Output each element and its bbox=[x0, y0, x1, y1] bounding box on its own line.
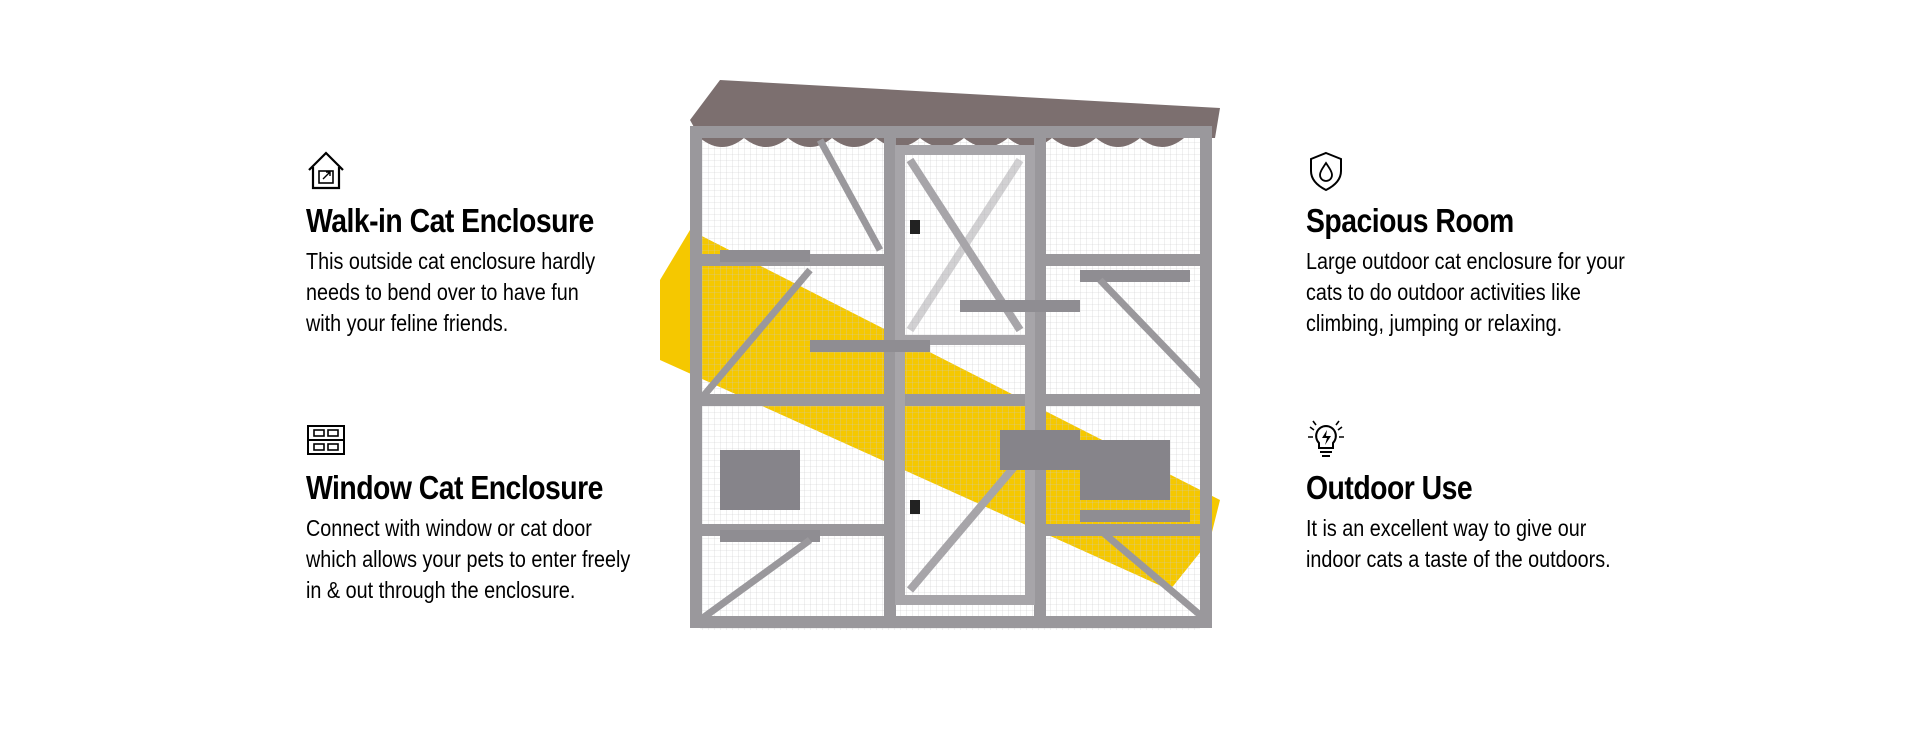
feature-title: Outdoor Use bbox=[1306, 469, 1473, 506]
door-latch bbox=[910, 220, 920, 234]
feature-text: Large outdoor cat enclosure for your cat… bbox=[1306, 248, 1625, 336]
door bbox=[895, 145, 1035, 605]
feature-text: Connect with window or cat door which al… bbox=[306, 515, 631, 603]
feature-text: It is an excellent way to give our indoo… bbox=[1306, 515, 1611, 572]
feature-title: Window Cat Enclosure bbox=[306, 469, 603, 506]
feature-title: Spacious Room bbox=[1306, 202, 1514, 239]
house-expand-icon bbox=[308, 151, 344, 190]
shield-drop-icon bbox=[1310, 151, 1342, 192]
cat-enclosure-image bbox=[660, 80, 1220, 630]
roof bbox=[690, 80, 1220, 138]
window-icon bbox=[307, 425, 345, 455]
feature-title: Walk-in Cat Enclosure bbox=[306, 202, 594, 239]
shelves bbox=[720, 250, 1190, 542]
lightbulb-icon bbox=[1308, 420, 1344, 457]
frame bbox=[690, 126, 1212, 628]
feature-text: This outside cat enclosure hardly needs … bbox=[306, 248, 596, 336]
